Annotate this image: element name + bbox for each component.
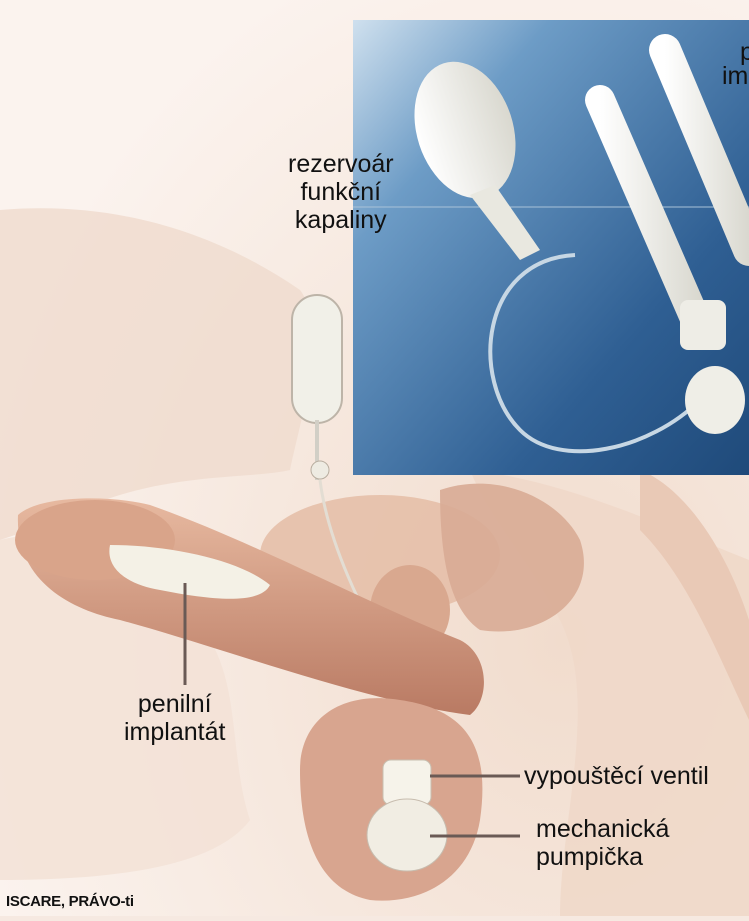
- valve-label: vypouštěcí ventil: [524, 762, 709, 790]
- pump-label-line-1: mechanická: [536, 815, 669, 843]
- photo-label-line-1: p: [722, 40, 749, 64]
- photo-cylinder-label: p im: [722, 40, 749, 88]
- implant-label: penilní implantát: [124, 690, 225, 746]
- reservoir-label: rezervoár funkční kapaliny: [288, 150, 394, 234]
- photo-label-line-2: im: [722, 64, 749, 88]
- image-credit: ISCARE, PRÁVO-ti: [6, 893, 134, 910]
- pump-label-line-2: pumpička: [536, 843, 669, 871]
- implant-label-line-1: penilní: [124, 690, 225, 718]
- reservoir-label-line-2: funkční: [288, 178, 394, 206]
- valve-label-text: vypouštěcí ventil: [524, 762, 709, 790]
- reservoir-label-line-1: rezervoár: [288, 150, 394, 178]
- reservoir-label-line-3: kapaliny: [288, 206, 394, 234]
- pump-label: mechanická pumpička: [536, 815, 669, 871]
- implant-label-line-2: implantát: [124, 718, 225, 746]
